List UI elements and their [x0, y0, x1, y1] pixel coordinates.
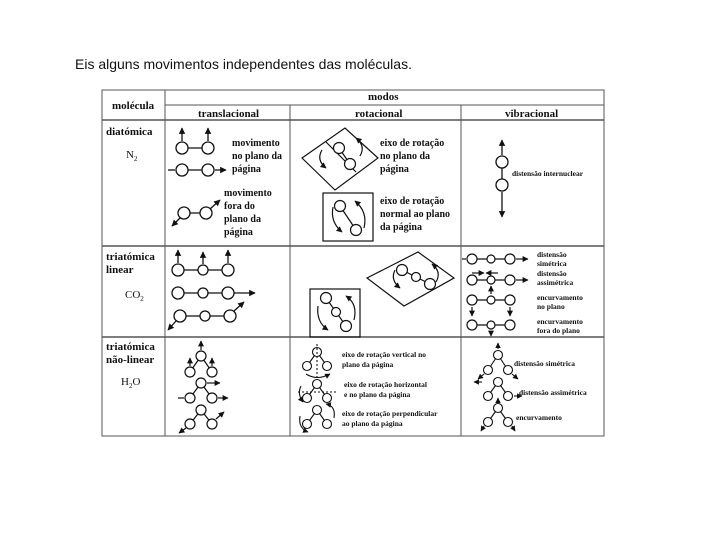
linear-vib-label-2a: distensão: [537, 269, 567, 278]
diatomic-rot-inplane-diagram: [301, 127, 379, 191]
diatomic-trans-inplane-label-2: no plano da: [232, 151, 282, 162]
diatomic-rot-normal-label-1: eixo de rotação: [380, 196, 444, 207]
nonlinear-vib-label-3: encurvamento: [516, 413, 562, 422]
linear-vib-label-3b: no plano: [537, 302, 565, 311]
nonlinear-vib-diagram: [473, 342, 523, 432]
linear-vib-label-1a: distensão: [537, 250, 567, 259]
header-molecule: molécula: [112, 100, 155, 112]
nonlinear-rot-label-1b: plano da página: [342, 360, 394, 369]
header-rotational: rotacional: [355, 108, 402, 120]
linear-trans-diagram: [167, 249, 256, 331]
row-linear-formula: CO2: [125, 289, 144, 303]
linear-vib-label-4b: fora do plano: [537, 326, 580, 335]
diatomic-rot-inplane-label-2: no plano da: [380, 151, 430, 162]
diatomic-rot-normal-label-3: da página: [380, 222, 422, 233]
nonlinear-rot-label-2a: eixo de rotação horizontal: [344, 380, 427, 389]
linear-vib-label-3a: encurvamento: [537, 293, 583, 302]
linear-rot-plane-diagram: [365, 251, 456, 307]
linear-vib-label-4a: encurvamento: [537, 317, 583, 326]
diatomic-rot-normal-diagram: [322, 192, 374, 242]
linear-vib-label-1b: simétrica: [537, 259, 567, 268]
nonlinear-rot-label-1a: eixo de rotação vertical no: [342, 350, 426, 359]
nonlinear-vib-label-1: distensão simétrica: [514, 359, 575, 368]
diatomic-trans-outplane-label-1: movimento: [224, 188, 272, 199]
row-nonlinear-name-2: não-linear: [106, 354, 154, 366]
diatomic-trans-outplane-diagram: [171, 199, 221, 227]
header-translational: translacional: [198, 108, 259, 120]
nonlinear-rot-label-2b: e no plano da página: [344, 390, 411, 399]
diatomic-vib-label: distensão internuclear: [512, 169, 584, 178]
row-linear-name-2: linear: [106, 264, 134, 276]
row-nonlinear-name-1: triatómica: [106, 341, 155, 353]
diatomic-rot-inplane-label-1: eixo de rotação: [380, 138, 444, 149]
header-modes: modos: [368, 91, 399, 103]
caption: Eis alguns movimentos independentes das …: [75, 56, 412, 72]
linear-vib-diagram: [462, 253, 529, 337]
diatomic-trans-outplane-label-4: página: [224, 227, 253, 238]
nonlinear-rot-diagram: [297, 344, 336, 433]
row-linear-name-1: triatómica: [106, 251, 155, 263]
row-diatomic-formula: N2: [126, 149, 138, 163]
diatomic-vib-diagram: [495, 139, 509, 218]
diatomic-rot-inplane-label-3: página: [380, 164, 409, 175]
diatomic-trans-outplane-label-3: plano da: [224, 214, 261, 225]
row-diatomic-name: diatómica: [106, 126, 153, 138]
diatomic-trans-outplane-label-2: fora do: [224, 201, 255, 212]
diatomic-trans-inplane-diagram: [168, 127, 227, 177]
row-nonlinear-formula: H2O: [121, 376, 140, 390]
linear-rot-normal-diagram: [309, 288, 361, 338]
nonlinear-vib-label-2: distensão assimétrica: [519, 388, 587, 397]
linear-vib-label-2b: assimétrica: [537, 278, 573, 287]
nonlinear-trans-diagram: [178, 340, 229, 434]
header-vibrational: vibracional: [505, 108, 558, 120]
diatomic-trans-inplane-label-3: página: [232, 164, 261, 175]
diatomic-rot-normal-label-2: normal ao plano: [380, 209, 450, 220]
nonlinear-rot-label-3a: eixo de rotação perpendicular: [342, 409, 438, 418]
diatomic-trans-inplane-label-1: movimento: [232, 138, 280, 149]
nonlinear-rot-label-3b: ao plano da página: [342, 419, 403, 428]
